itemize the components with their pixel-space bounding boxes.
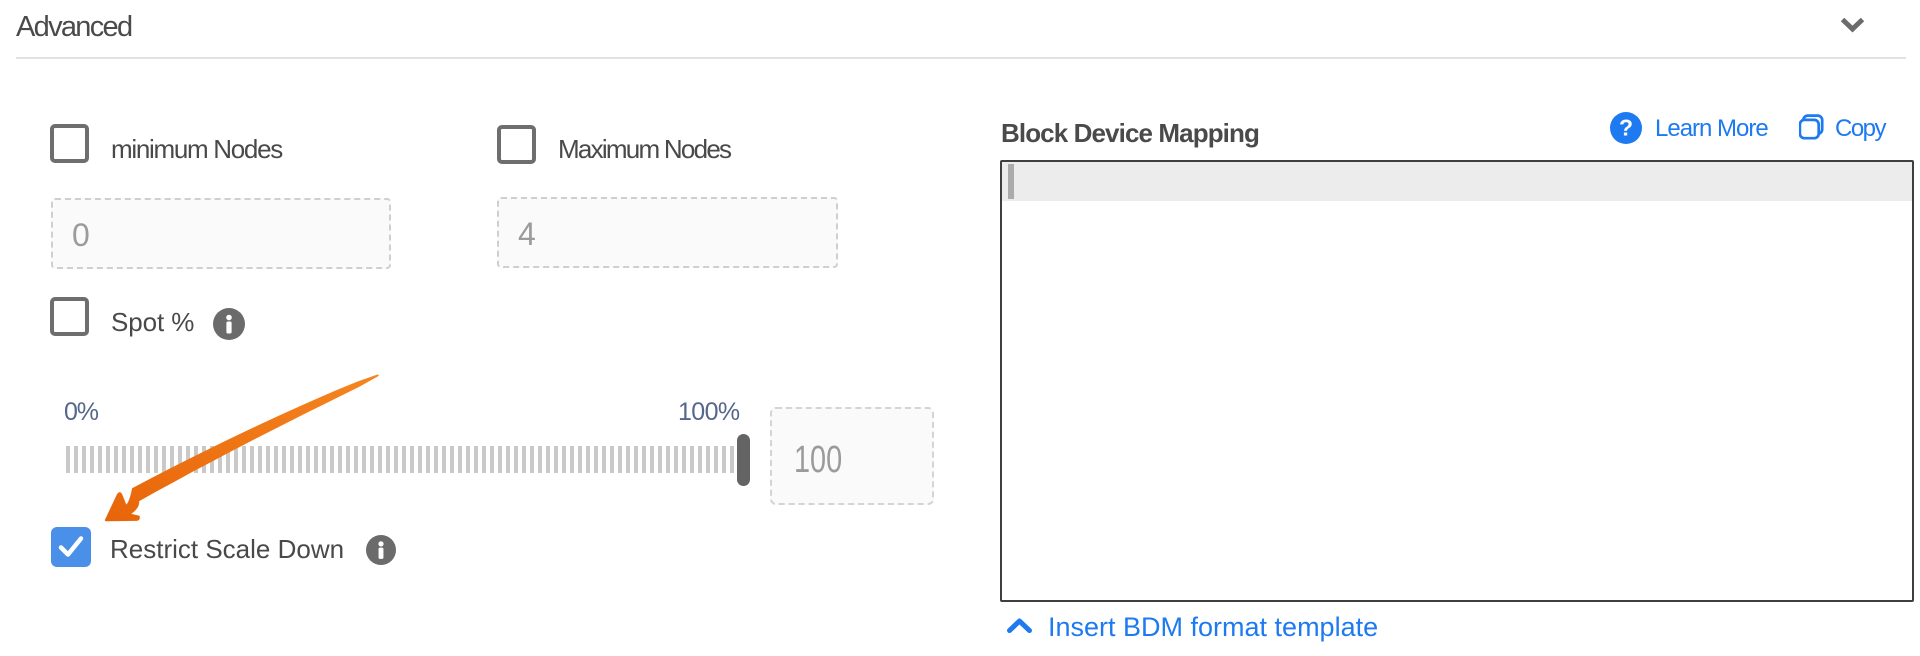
svg-text:?: ? bbox=[1619, 115, 1633, 141]
